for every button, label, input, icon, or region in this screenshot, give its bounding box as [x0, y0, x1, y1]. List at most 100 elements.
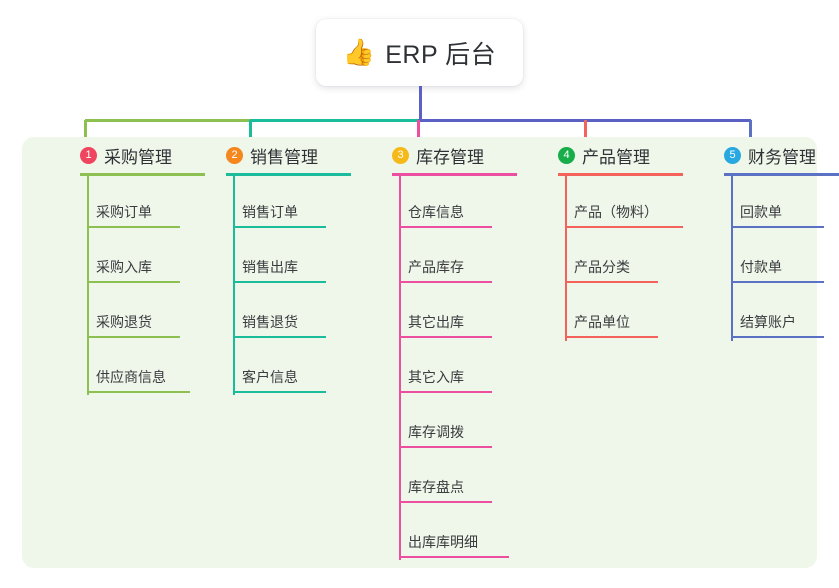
leaf-label: 产品（物料）	[574, 204, 658, 220]
branch-underline-4	[558, 173, 683, 176]
leaf-underline	[731, 281, 824, 283]
branch-header-5[interactable]: 5 财务管理	[706, 137, 839, 173]
branch-underline-5	[724, 173, 839, 176]
leaf-underline	[87, 226, 180, 228]
leaf-label: 销售订单	[242, 204, 298, 220]
list-item[interactable]: 采购入库	[62, 230, 232, 285]
list-item[interactable]: 仓库信息	[374, 175, 544, 230]
leaf-underline	[565, 336, 658, 338]
branch-items-2: 销售订单 销售出库 销售退货 客户信息	[208, 175, 378, 395]
leaf-underline	[399, 226, 492, 228]
list-item[interactable]: 回款单	[706, 175, 839, 230]
branch-title-2: 销售管理	[250, 147, 318, 167]
branch-rail-1	[87, 175, 89, 395]
list-item[interactable]: 产品库存	[374, 230, 544, 285]
leaf-underline	[233, 336, 326, 338]
leaf-underline	[565, 281, 658, 283]
branch-column-4: 4 产品管理 产品（物料） 产品分类 产品单位	[540, 137, 710, 341]
leaf-underline	[87, 336, 180, 338]
branch-items-3: 仓库信息 产品库存 其它出库 其它入库 库存调拨 库存盘点	[374, 175, 544, 560]
leaf-label: 其它入库	[408, 369, 464, 385]
branch-badge-5: 5	[724, 146, 741, 164]
leaf-underline	[233, 226, 326, 228]
list-item[interactable]: 产品（物料）	[540, 175, 710, 230]
branch-header-2[interactable]: 2 销售管理	[208, 137, 378, 173]
leaf-underline	[399, 446, 492, 448]
thumbs-up-icon: 👍	[342, 36, 376, 67]
list-item[interactable]: 付款单	[706, 230, 839, 285]
list-item[interactable]: 其它出库	[374, 285, 544, 340]
leaf-label: 供应商信息	[96, 369, 166, 385]
leaf-underline	[87, 281, 180, 283]
list-item[interactable]: 产品分类	[540, 230, 710, 285]
leaf-label: 采购退货	[96, 314, 152, 330]
leaf-label: 结算账户	[740, 314, 796, 330]
leaf-underline	[565, 226, 683, 228]
list-item[interactable]: 产品单位	[540, 285, 710, 340]
branch-header-3[interactable]: 3 库存管理	[374, 137, 544, 173]
leaf-underline	[87, 391, 190, 393]
branch-rail-2	[233, 175, 235, 395]
list-item[interactable]: 销售订单	[208, 175, 378, 230]
list-item[interactable]: 库存盘点	[374, 450, 544, 505]
list-item[interactable]: 库存调拨	[374, 395, 544, 450]
leaf-label: 回款单	[740, 204, 782, 220]
branch-items-1: 采购订单 采购入库 采购退货 供应商信息	[62, 175, 232, 395]
root-node[interactable]: 👍 ERP 后台	[316, 19, 523, 86]
list-item[interactable]: 其它入库	[374, 340, 544, 395]
branch-rail-5	[731, 175, 733, 341]
leaf-label: 出库库明细	[408, 534, 478, 550]
leaf-label: 产品分类	[574, 259, 630, 275]
leaf-underline	[399, 556, 509, 558]
list-item[interactable]: 采购订单	[62, 175, 232, 230]
branch-items-4: 产品（物料） 产品分类 产品单位	[540, 175, 710, 340]
leaf-label: 库存盘点	[408, 479, 464, 495]
list-item[interactable]: 结算账户	[706, 285, 839, 340]
branch-title-4: 产品管理	[582, 147, 650, 167]
leaf-underline	[233, 281, 326, 283]
branch-title-1: 采购管理	[104, 147, 172, 167]
diagram-panel: 1 采购管理 采购订单 采购入库 采购退货 供应商信息	[22, 137, 839, 568]
branch-header-1[interactable]: 1 采购管理	[62, 137, 232, 173]
leaf-underline	[399, 281, 492, 283]
branch-underline-3	[392, 173, 517, 176]
branch-column-1: 1 采购管理 采购订单 采购入库 采购退货 供应商信息	[62, 137, 232, 395]
branch-badge-4: 4	[558, 146, 575, 164]
root-title: ERP 后台	[385, 40, 497, 69]
leaf-underline	[731, 336, 824, 338]
leaf-underline	[233, 391, 326, 393]
list-item[interactable]: 采购退货	[62, 285, 232, 340]
leaf-underline	[399, 501, 492, 503]
branch-underline-1	[80, 173, 205, 176]
branch-badge-1: 1	[80, 146, 97, 164]
leaf-label: 采购订单	[96, 204, 152, 220]
leaf-label: 仓库信息	[408, 204, 464, 220]
leaf-underline	[731, 226, 824, 228]
leaf-label: 销售退货	[242, 314, 298, 330]
leaf-label: 客户信息	[242, 369, 298, 385]
branch-badge-3: 3	[392, 146, 409, 164]
list-item[interactable]: 客户信息	[208, 340, 378, 395]
branch-column-3: 3 库存管理 仓库信息 产品库存 其它出库 其它入库 库存调拨	[374, 137, 544, 560]
branch-rail-4	[565, 175, 567, 341]
branch-items-5: 回款单 付款单 结算账户	[706, 175, 839, 340]
leaf-label: 库存调拨	[408, 424, 464, 440]
branch-badge-2: 2	[226, 146, 243, 164]
branch-rail-3	[399, 175, 401, 560]
leaf-underline	[399, 391, 492, 393]
leaf-label: 付款单	[740, 259, 782, 275]
branch-header-4[interactable]: 4 产品管理	[540, 137, 710, 173]
branch-title-3: 库存管理	[416, 147, 484, 167]
leaf-label: 销售出库	[242, 259, 298, 275]
leaf-label: 产品库存	[408, 259, 464, 275]
branch-underline-2	[226, 173, 351, 176]
leaf-underline	[399, 336, 492, 338]
leaf-label: 产品单位	[574, 314, 630, 330]
list-item[interactable]: 供应商信息	[62, 340, 232, 395]
list-item[interactable]: 销售退货	[208, 285, 378, 340]
leaf-label: 其它出库	[408, 314, 464, 330]
list-item[interactable]: 出库库明细	[374, 505, 544, 560]
leaf-label: 采购入库	[96, 259, 152, 275]
branch-column-5: 5 财务管理 回款单 付款单 结算账户	[706, 137, 839, 341]
list-item[interactable]: 销售出库	[208, 230, 378, 285]
